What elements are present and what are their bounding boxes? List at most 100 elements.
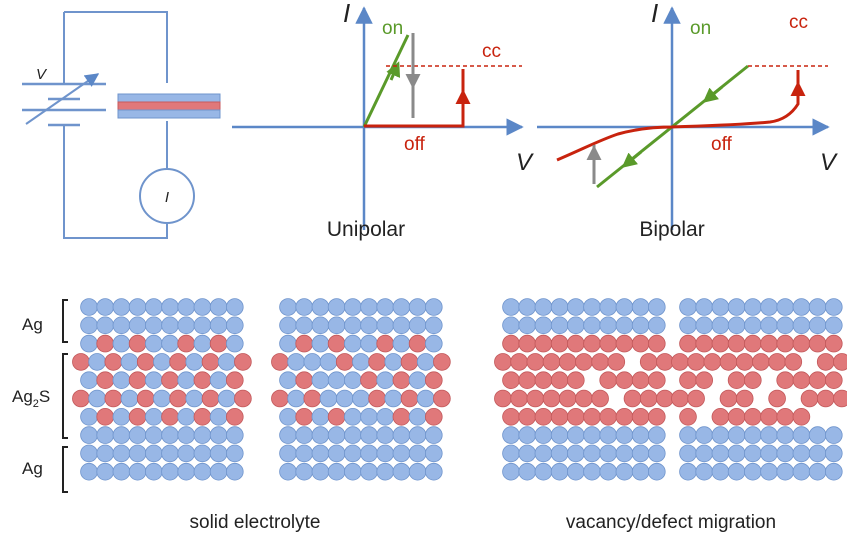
silver-atom xyxy=(295,462,314,481)
sulfur-site-atom xyxy=(360,371,378,390)
sulfur-site-atom xyxy=(647,371,666,390)
sulfur-site-atom xyxy=(583,407,601,426)
sulfur-site-atom xyxy=(502,334,520,353)
silver-atom xyxy=(360,444,378,463)
silver-atom xyxy=(185,389,204,408)
bipolar-cc-label: cc xyxy=(789,12,808,33)
silver-atom xyxy=(311,407,330,426)
silver-atom xyxy=(177,444,196,463)
silver-atom xyxy=(193,462,212,481)
ag2s-subscript: 2 xyxy=(33,398,39,410)
unipolar-y-axis-label: I xyxy=(343,0,350,28)
silver-atom xyxy=(177,462,196,481)
silver-atom xyxy=(295,316,314,335)
sulfur-site-atom xyxy=(542,389,561,408)
silver-atom xyxy=(534,298,553,316)
silver-atom xyxy=(743,298,762,316)
silver-atom xyxy=(424,426,443,444)
silver-atom xyxy=(824,316,843,335)
silver-atom xyxy=(226,444,244,463)
sulfur-site-atom xyxy=(768,389,786,408)
sulfur-site-atom xyxy=(719,389,738,408)
silver-atom xyxy=(711,444,730,463)
sulfur-site-atom xyxy=(679,407,697,426)
sulfur-site-atom xyxy=(104,353,123,371)
sulfur-site-atom xyxy=(96,371,114,390)
unipolar-cc-label: cc xyxy=(482,41,501,62)
silver-atom xyxy=(566,298,585,316)
silver-atom xyxy=(695,298,713,316)
sulfur-site-atom xyxy=(72,353,90,371)
silver-atom xyxy=(792,298,811,316)
silver-atom xyxy=(376,371,395,390)
source-label: V xyxy=(36,66,48,83)
solid-electrolyte-caption: solid electrolyte xyxy=(190,512,321,533)
silver-atom xyxy=(287,353,305,371)
silver-atom xyxy=(824,298,843,316)
sulfur-site-atom xyxy=(534,407,553,426)
bipolar-y-axis-label: I xyxy=(651,0,658,28)
silver-atom xyxy=(376,462,395,481)
silver-atom xyxy=(502,316,520,335)
silver-atom xyxy=(695,444,713,463)
silver-atom xyxy=(80,462,98,481)
silver-atom xyxy=(615,426,634,444)
silver-atom xyxy=(327,298,346,316)
silver-atom xyxy=(279,371,297,390)
sulfur-site-atom xyxy=(735,389,754,408)
silver-atom xyxy=(679,426,697,444)
sulfur-site-atom xyxy=(566,334,585,353)
sulfur-site-atom xyxy=(639,389,658,408)
sulfur-site-atom xyxy=(599,371,617,390)
sulfur-site-atom xyxy=(335,353,354,371)
silver-atom xyxy=(226,462,244,481)
sulfur-site-atom xyxy=(703,353,722,371)
sulfur-site-atom xyxy=(679,371,697,390)
silver-atom xyxy=(343,316,362,335)
sulfur-site-atom xyxy=(201,353,220,371)
silver-atom xyxy=(319,353,338,371)
silver-atom xyxy=(743,426,762,444)
silver-atom xyxy=(177,371,196,390)
ag2s-bracket xyxy=(62,353,68,439)
sulfur-site-atom xyxy=(833,389,847,408)
sulfur-site-atom xyxy=(671,353,689,371)
silver-atom xyxy=(209,298,228,316)
silver-atom xyxy=(808,298,827,316)
sulfur-site-atom xyxy=(776,407,794,426)
sulfur-site-atom xyxy=(558,389,577,408)
silver-atom xyxy=(502,462,520,481)
circuit-schematic: V I xyxy=(22,11,221,239)
silver-atom xyxy=(550,316,569,335)
silver-atom xyxy=(599,316,617,335)
silver-atom xyxy=(518,298,536,316)
sulfur-site-atom xyxy=(591,353,609,371)
silver-atom xyxy=(776,444,794,463)
silver-atom xyxy=(792,316,811,335)
silver-atom xyxy=(360,407,378,426)
sulfur-site-atom xyxy=(833,353,847,371)
sulfur-site-atom xyxy=(392,371,411,390)
sulfur-site-atom xyxy=(631,371,650,390)
silver-atom xyxy=(193,426,212,444)
sulfur-site-atom xyxy=(510,389,528,408)
silver-atom xyxy=(647,444,666,463)
silver-atom xyxy=(360,462,378,481)
sulfur-site-atom xyxy=(687,389,705,408)
silver-atom xyxy=(209,444,228,463)
silver-atom xyxy=(647,298,666,316)
silver-atom xyxy=(408,444,427,463)
silver-atom xyxy=(408,407,427,426)
circuit-wire-loop xyxy=(63,11,168,239)
silver-atom xyxy=(727,316,746,335)
sulfur-site-atom xyxy=(327,407,346,426)
top-ag-label: Ag xyxy=(22,315,43,334)
silver-atom xyxy=(743,316,762,335)
lattice-vacancy-migration-state-2 xyxy=(671,298,847,481)
bipolar-on-arrow-upper xyxy=(702,85,723,103)
silver-atom xyxy=(550,298,569,316)
silver-atom xyxy=(295,444,314,463)
silver-atom xyxy=(128,444,147,463)
silver-atom xyxy=(424,298,443,316)
